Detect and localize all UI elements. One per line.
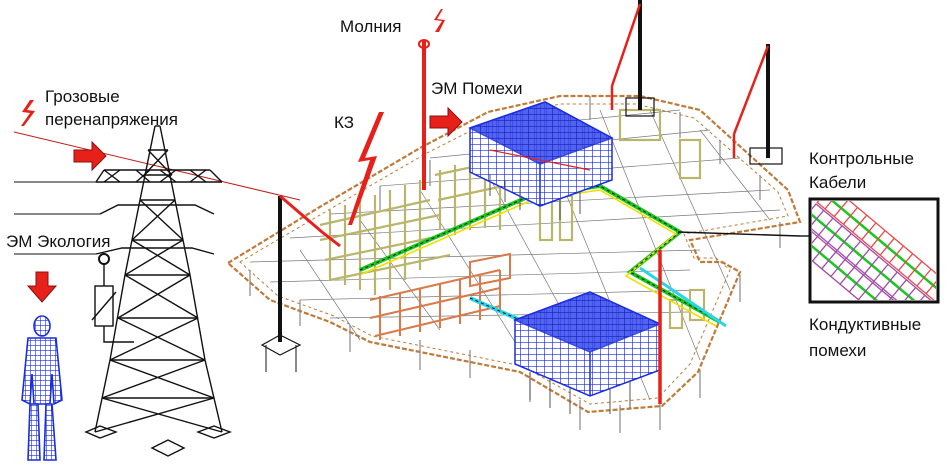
label-lightning: Молния [340, 16, 401, 37]
lightning-mast-right-tall [612, 0, 654, 116]
label-control-cables-line2: Кабели [809, 172, 866, 193]
label-short-circuit: КЗ [334, 112, 354, 133]
label-lightning-overvoltage-line2: перенапряжения [45, 109, 178, 130]
label-conductive-interference-line1: Кондуктивные [809, 314, 921, 335]
transformer-upper [470, 102, 612, 220]
overhead-line [14, 132, 300, 200]
label-em-interference: ЭМ Помехи [431, 78, 523, 99]
label-control-cables-line1: Контрольные [809, 148, 914, 169]
lightning-mast-center [419, 40, 429, 190]
transmission-tower [86, 126, 230, 456]
arrow-right-icon [430, 108, 462, 136]
arrow-right-icon [74, 142, 106, 170]
arrow-down-icon [28, 272, 56, 302]
label-em-ecology: ЭМ Экология [6, 231, 111, 252]
surge-arrester [92, 254, 134, 342]
lightning-bolt-icon [434, 9, 445, 32]
label-lightning-overvoltage-line1: Грозовые [45, 86, 120, 107]
arrester-terminal-icon [99, 254, 109, 264]
human-figure [22, 316, 62, 460]
transformer-lower [515, 292, 660, 414]
label-conductive-interference-line2: помехи [809, 340, 866, 361]
overvoltage-bolt-icon [21, 100, 35, 126]
